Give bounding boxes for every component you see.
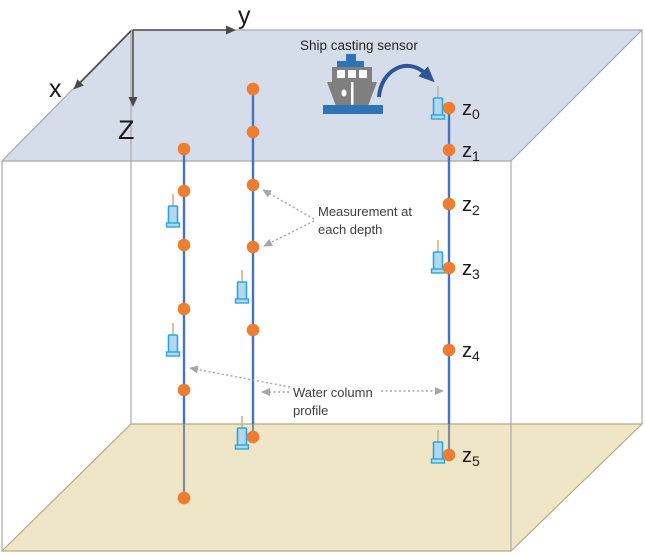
y-axis-label: y — [238, 2, 251, 30]
measurement-dot — [246, 240, 260, 254]
right-water-column: z0 z1 z2 z3 z4 z5 — [430, 86, 480, 469]
profile-arrow-left-column — [189, 365, 291, 388]
measurement-label-line2: each depth — [318, 222, 382, 237]
middle-water-column — [234, 82, 260, 450]
sensor-icon — [430, 86, 446, 120]
measurement-dot — [177, 184, 191, 198]
measurement-arrow-lower — [263, 220, 315, 247]
profile-label-line1: Water column — [293, 385, 373, 400]
ship-label: Ship casting sensor — [300, 38, 418, 53]
ship-window — [348, 70, 356, 78]
measurement-dot — [246, 430, 260, 444]
measurement-dot — [246, 323, 260, 337]
depth-label-z0: z0 — [462, 98, 480, 122]
measurement-dot — [177, 302, 191, 316]
measurement-dot — [442, 343, 456, 357]
measurement-dot — [177, 238, 191, 252]
sensor-icon — [165, 194, 181, 228]
sensor-icon — [165, 323, 181, 357]
measurement-dot — [442, 448, 456, 462]
sensor-icon — [234, 270, 250, 304]
x-axis-label: x — [49, 75, 62, 103]
depth-label-z3: z3 — [462, 258, 480, 282]
seafloor-plane — [0, 423, 644, 552]
measurement-dot — [442, 197, 456, 211]
sensor-base — [430, 114, 446, 120]
depth-label-z1: z1 — [462, 140, 480, 164]
z-axis-label: Z — [118, 115, 135, 145]
ship-mast — [351, 82, 354, 106]
sensor-base — [430, 458, 446, 464]
sensor-base — [430, 268, 446, 274]
measurement-arrow-upper — [262, 189, 315, 220]
depth-label-z5: z5 — [462, 445, 480, 469]
measurement-dot — [442, 261, 456, 275]
profile-arrows — [189, 365, 444, 396]
cast-arrow — [377, 63, 435, 98]
ship-porthole — [341, 89, 347, 97]
ship-funnel-base — [337, 61, 364, 68]
x-axis — [73, 30, 132, 90]
ship-waterline — [323, 105, 383, 114]
sensor-base — [234, 444, 250, 450]
axes: y x Z — [49, 2, 251, 145]
measurement-label-line1: Measurement at — [318, 204, 412, 219]
sensor-icon — [430, 430, 446, 464]
ship-window — [359, 70, 367, 78]
sensor-icon — [234, 416, 250, 450]
measurement-dot — [246, 178, 260, 192]
box-edges — [1, 30, 643, 551]
depth-label-z2: z2 — [462, 194, 480, 218]
sensor-icon — [430, 240, 446, 274]
measurement-dot — [177, 383, 191, 397]
sensor-base — [165, 351, 181, 357]
measurement-dot — [246, 125, 260, 139]
sensor-base — [234, 298, 250, 304]
ship-funnel — [346, 54, 356, 63]
ship-window — [337, 70, 345, 78]
measurement-dot — [177, 142, 191, 156]
measurement-dot — [177, 491, 191, 505]
measurement-arrows — [262, 189, 315, 247]
measurement-dot — [442, 101, 456, 115]
ship-icon — [323, 54, 383, 114]
measurement-dot — [246, 82, 260, 96]
water-columns-layer: z0 z1 z2 z3 z4 z5 — [165, 82, 480, 505]
profile-label-line2: profile — [293, 403, 328, 418]
measurement-dot — [442, 143, 456, 157]
left-water-column — [165, 142, 191, 505]
depth-label-z4: z4 — [462, 340, 480, 364]
sensor-base — [165, 222, 181, 228]
